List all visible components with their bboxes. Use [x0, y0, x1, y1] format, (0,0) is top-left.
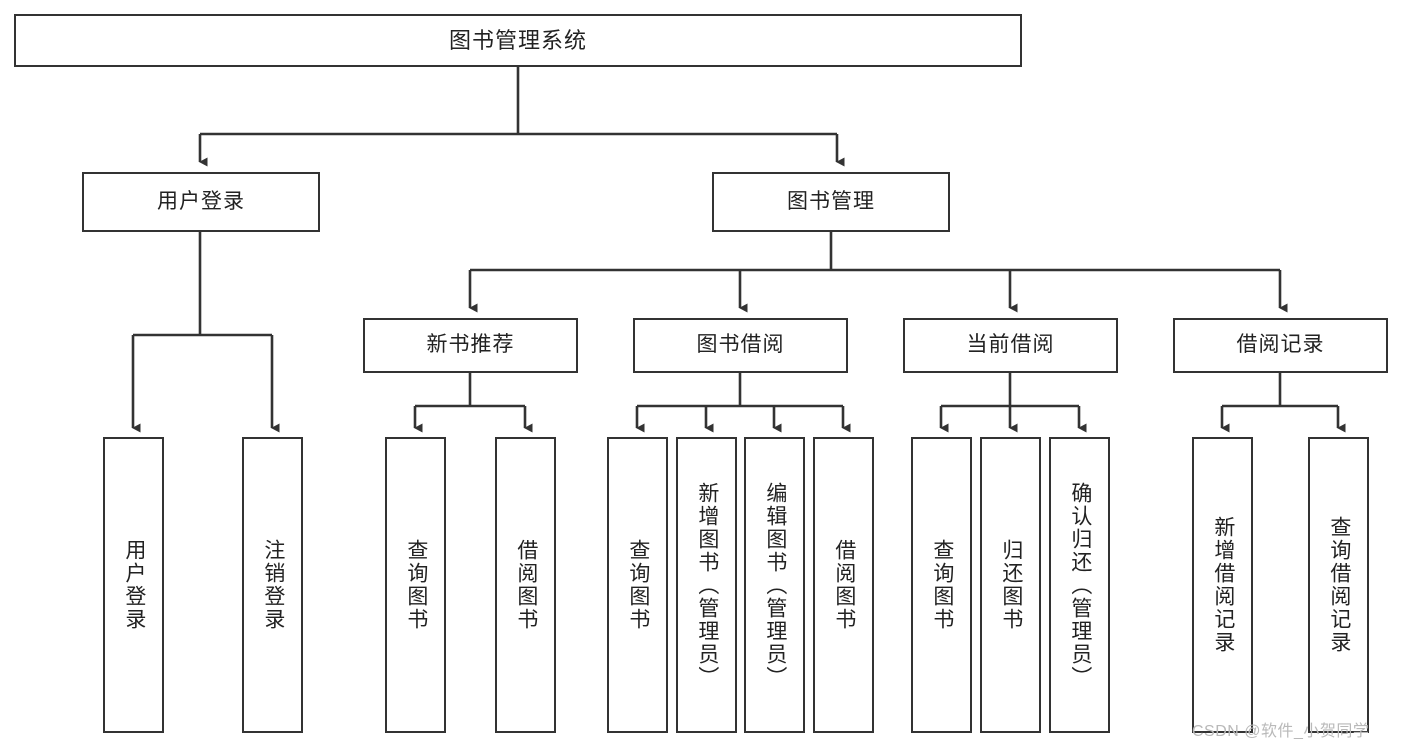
leaf-newbook-borrow-books[interactable]: 借阅图书: [495, 437, 556, 733]
leaf-record-query-borrow-record[interactable]: 查询借阅记录: [1308, 437, 1369, 733]
leaf-record-add-borrow-record[interactable]: 新增借阅记录: [1192, 437, 1253, 733]
leaf-borrow-query-books[interactable]: 查询图书: [607, 437, 668, 733]
node-borrow-record[interactable]: 借阅记录: [1173, 318, 1388, 373]
node-book-management[interactable]: 图书管理: [712, 172, 950, 232]
node-root-system[interactable]: 图书管理系统: [14, 14, 1022, 67]
leaf-user-login-signin[interactable]: 用户登录: [103, 437, 164, 733]
leaf-current-confirm-return-admin[interactable]: 确认归还（管理员）: [1049, 437, 1110, 733]
csdn-watermark: CSDN @软件_小贺同学: [1192, 723, 1370, 740]
leaf-newbook-query-books[interactable]: 查询图书: [385, 437, 446, 733]
node-new-book-recommend[interactable]: 新书推荐: [363, 318, 578, 373]
node-user-login[interactable]: 用户登录: [82, 172, 320, 232]
leaf-current-return-books[interactable]: 归还图书: [980, 437, 1041, 733]
leaf-user-login-signout[interactable]: 注销登录: [242, 437, 303, 733]
leaf-borrow-borrow-books[interactable]: 借阅图书: [813, 437, 874, 733]
node-book-borrow[interactable]: 图书借阅: [633, 318, 848, 373]
node-current-borrow[interactable]: 当前借阅: [903, 318, 1118, 373]
leaf-borrow-add-book-admin[interactable]: 新增图书（管理员）: [676, 437, 737, 733]
leaf-current-query-books[interactable]: 查询图书: [911, 437, 972, 733]
leaf-borrow-edit-book-admin[interactable]: 编辑图书（管理员）: [744, 437, 805, 733]
